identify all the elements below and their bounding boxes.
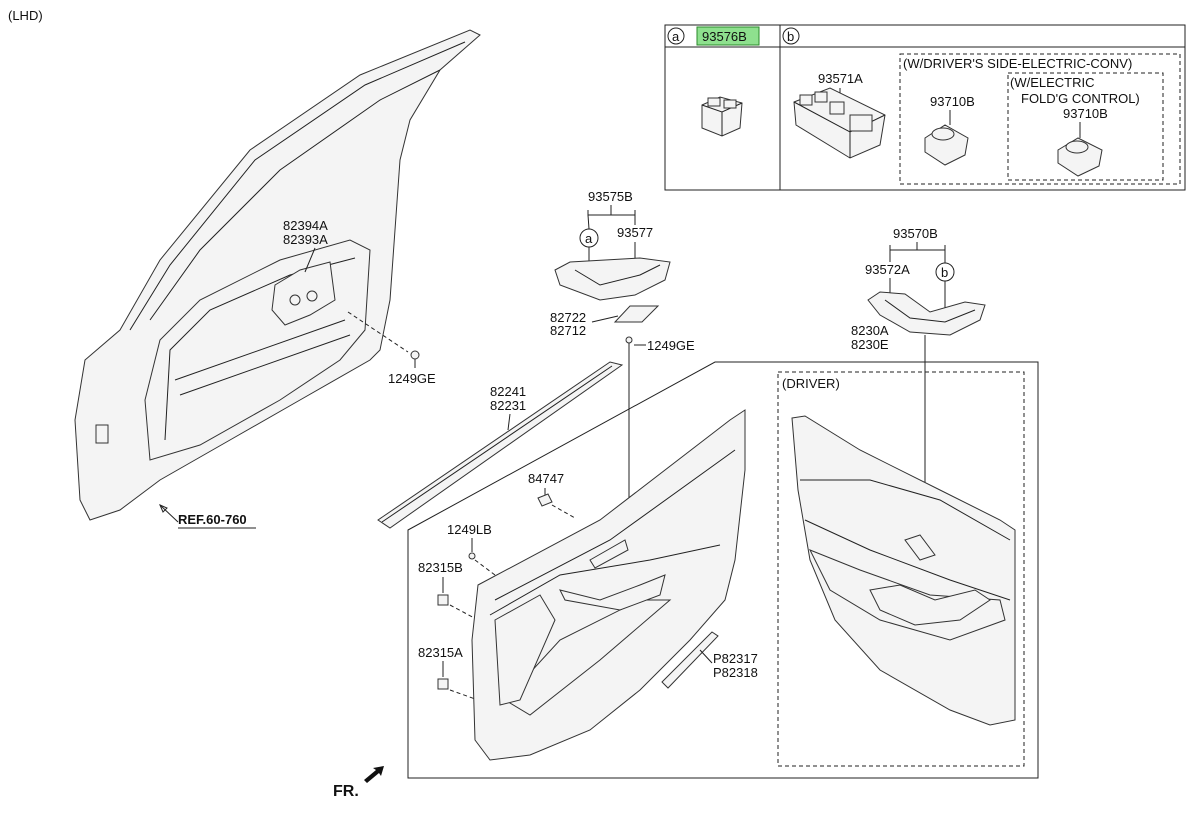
legend-b-marker: b [787, 29, 794, 44]
label-ref[interactable]: REF.60-760 [178, 512, 247, 527]
label-93575B[interactable]: 93575B [588, 189, 633, 204]
label-82712[interactable]: 82712 [550, 323, 586, 338]
label-82231[interactable]: 82231 [490, 398, 526, 413]
label-fr: FR. [333, 783, 359, 800]
legend-a-marker: a [672, 29, 680, 44]
label-82722[interactable]: 82722 [550, 310, 586, 325]
label-82315B[interactable]: 82315B [418, 560, 463, 575]
label-P82318[interactable]: P82318 [713, 665, 758, 680]
mirror-switch-icon [924, 124, 969, 166]
weatherstrip-82241 [377, 361, 624, 529]
legend-b-suboption-title-line2: FOLD'G CONTROL) [1021, 91, 1140, 106]
label-driver: (DRIVER) [782, 376, 840, 391]
legend-a-part-highlight [696, 26, 760, 46]
mirror-fold-switch-icon [1057, 137, 1103, 177]
bolt-1249GE-left-icon [410, 350, 420, 368]
label-82241[interactable]: 82241 [490, 384, 526, 399]
door-trim-panel [471, 409, 746, 761]
label-84747[interactable]: 84747 [528, 471, 564, 486]
armrest-bezel-93570B [867, 291, 986, 336]
clip-82315B-icon [437, 594, 449, 606]
legend-table: a 93576B b 93571A (W/DRIVER'S SIDE-ELECT… [664, 24, 1186, 191]
label-1249GE-mid[interactable]: 1249GE [647, 338, 695, 353]
label-8230A[interactable]: 8230A [851, 323, 889, 338]
label-8230E[interactable]: 8230E [851, 337, 889, 352]
legend-b-option-part[interactable]: 93710B [930, 94, 975, 109]
driver-door-trim-panel [791, 415, 1016, 726]
marker-a: a [585, 231, 593, 246]
label-1249LB[interactable]: 1249LB [447, 522, 492, 537]
screw-1249LB-icon [468, 552, 476, 560]
label-93577[interactable]: 93577 [617, 225, 653, 240]
bolt-1249GE-mid-icon [625, 336, 633, 352]
label-82393A[interactable]: 82393A [283, 232, 328, 247]
clip-82315A-icon [437, 678, 449, 690]
legend-a-part[interactable]: 93576B [702, 29, 747, 44]
door-trim-outline-box [407, 361, 1039, 779]
door-frame-drawing [74, 29, 481, 521]
clip-84747-icon [537, 493, 553, 507]
legend-b-option-title: (W/DRIVER'S SIDE-ELECTRIC-CONV) [903, 56, 1132, 71]
trim-plate-82722 [613, 305, 660, 323]
legend-b-switch-label[interactable]: 93571A [818, 71, 863, 86]
label-82315A[interactable]: 82315A [418, 645, 463, 660]
front-direction-arrow-icon [364, 766, 384, 783]
variant-label: (LHD) [8, 8, 43, 23]
marker-b: b [941, 265, 948, 280]
handle-bezel-93575B [554, 257, 671, 301]
legend-b-suboption-part[interactable]: 93710B [1063, 106, 1108, 121]
garnish-P82317 [661, 631, 719, 689]
legend-b-suboption-title-line1: (W/ELECTRIC [1010, 75, 1095, 90]
label-93572A[interactable]: 93572A [865, 262, 910, 277]
switch-assembly-93571A-icon [793, 87, 886, 159]
label-93570B[interactable]: 93570B [893, 226, 938, 241]
label-82394A[interactable]: 82394A [283, 218, 328, 233]
switch-93576B-icon [701, 96, 743, 137]
label-P82317[interactable]: P82317 [713, 651, 758, 666]
label-1249GE-left[interactable]: 1249GE [388, 371, 436, 386]
driver-inset-box [777, 371, 1025, 767]
